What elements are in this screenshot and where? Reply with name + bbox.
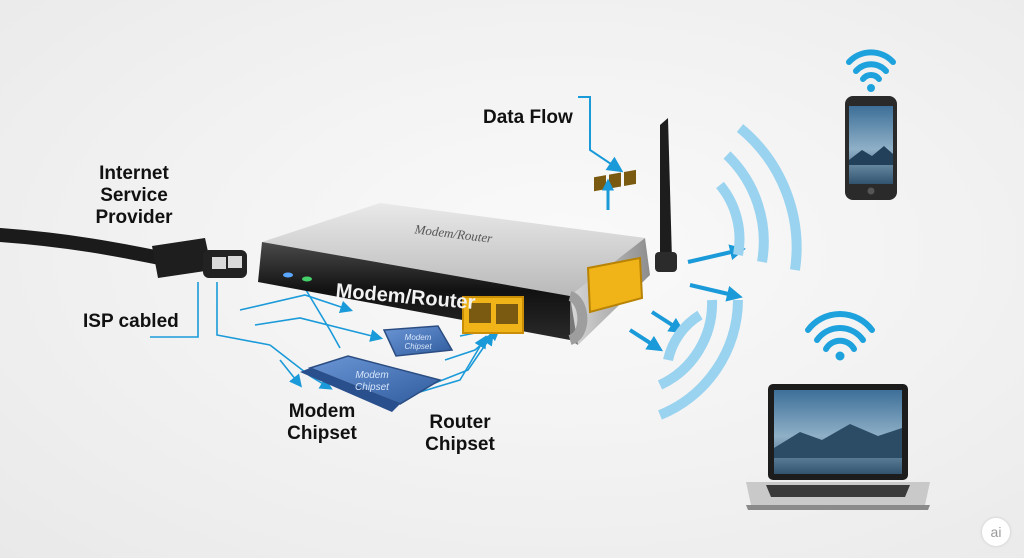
connection-lines — [150, 279, 508, 399]
modem-router-device: Modem/Router Modem/Router — [258, 118, 677, 345]
wifi-icon-phone — [846, 49, 896, 92]
isp-provider-line1: Internet — [99, 163, 169, 184]
wifi-icon-laptop — [805, 311, 875, 361]
power-led — [283, 272, 293, 278]
chip-small: Modem Chipset — [382, 325, 454, 357]
isp-cabled-label: ISP cabled — [83, 311, 179, 332]
status-led — [302, 276, 312, 282]
laptop — [746, 384, 930, 510]
data-flow-arrows — [578, 96, 746, 352]
isp-provider-line3: Provider — [95, 207, 173, 228]
chip-small-line1: Modem — [405, 333, 432, 342]
smartphone — [845, 96, 897, 200]
isp-provider-line2: Service — [100, 185, 168, 206]
router-chipset-label: Router Chipset — [420, 412, 500, 456]
modem-chipset-line1: Modem — [288, 401, 356, 422]
ai-badge: ai — [982, 518, 1010, 546]
router-chipset-line2: Chipset — [425, 434, 495, 455]
router-chipset-line1: Router — [429, 412, 491, 433]
modem-chipset-line2: Chipset — [287, 423, 357, 444]
chip-large-line1: Modem — [355, 370, 388, 381]
isp-cable — [0, 228, 247, 278]
isp-provider-label: Internet Service Provider — [74, 163, 194, 229]
chip-small-line2: Chipset — [404, 342, 432, 351]
chip-large-line2: Chipset — [355, 382, 390, 393]
front-ethernet-ports — [462, 296, 524, 334]
wireless-waves — [657, 124, 802, 420]
antenna — [660, 118, 672, 262]
modem-chipset-label: Modem Chipset — [284, 401, 360, 445]
data-flow-label: Data Flow — [483, 107, 573, 128]
chip-large: Modem Chipset — [300, 355, 442, 412]
